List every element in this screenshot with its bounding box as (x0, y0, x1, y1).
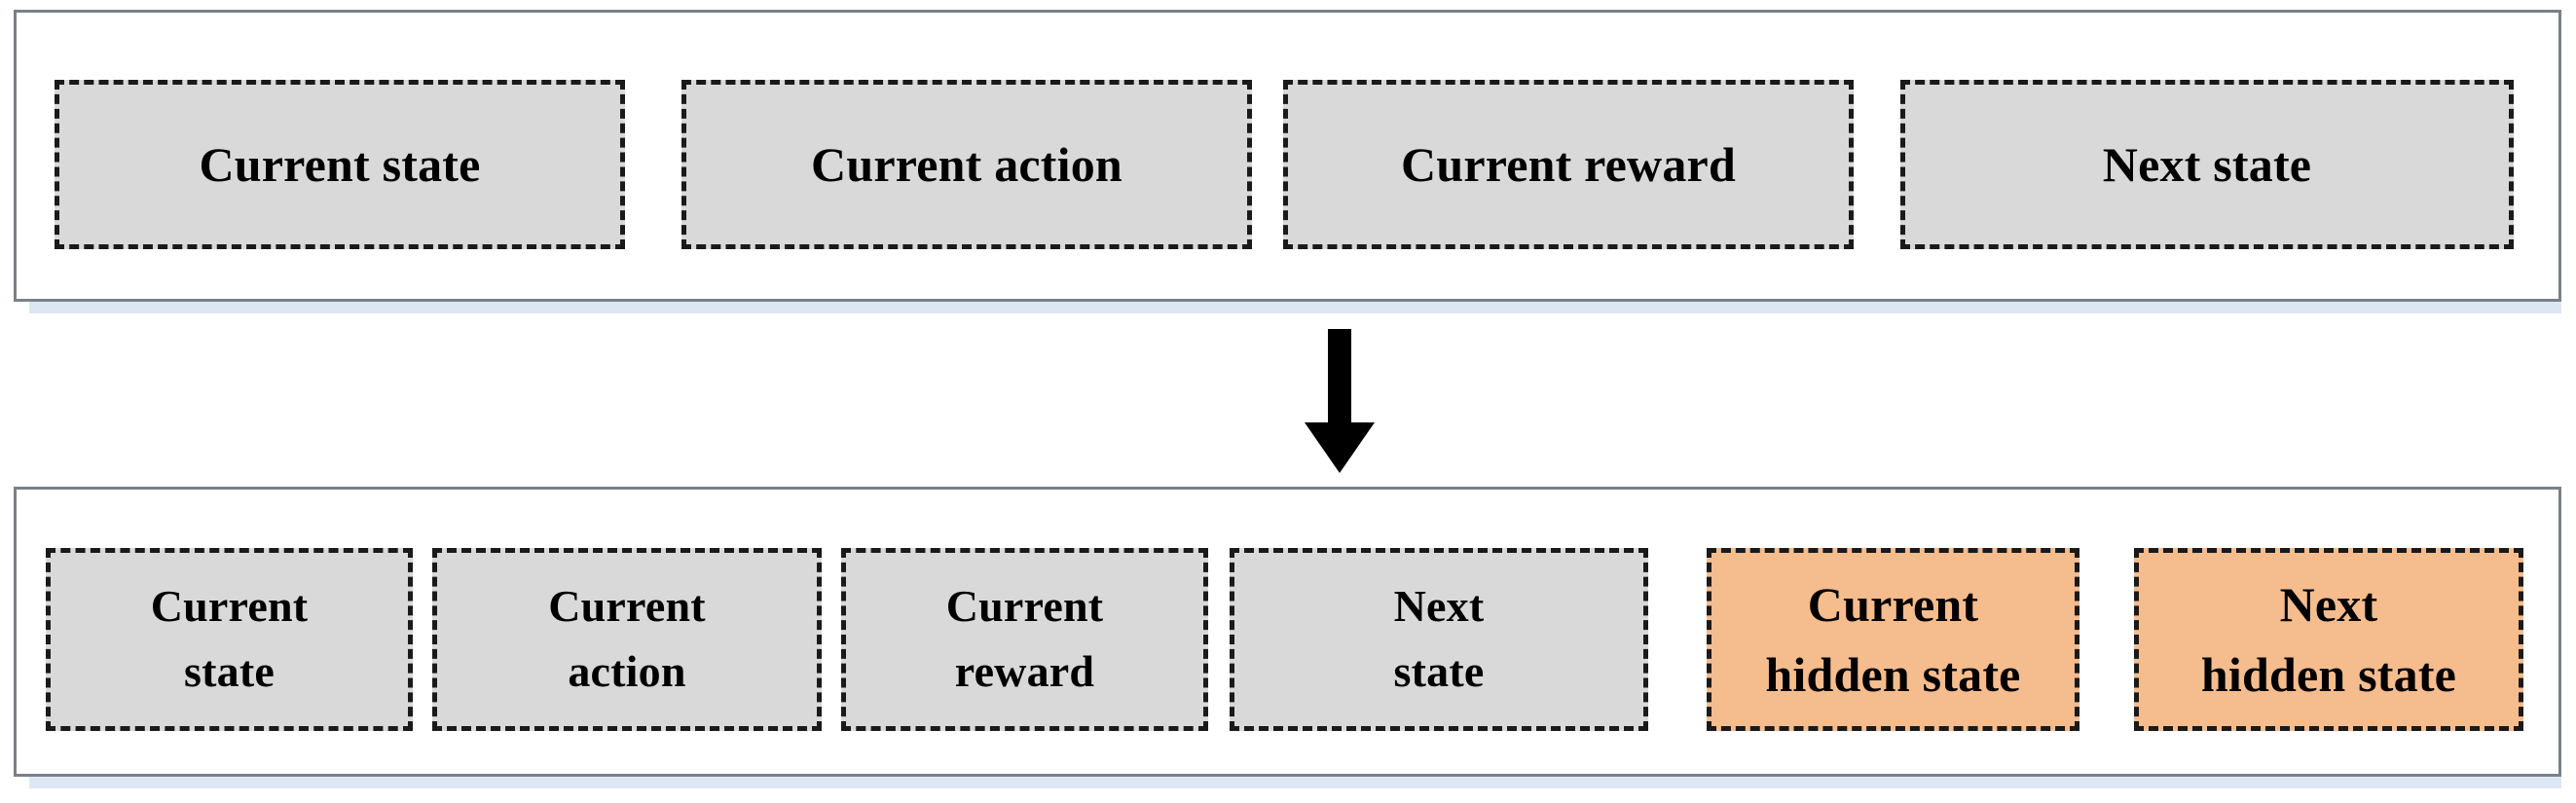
box-label-current-reward-aug: Current reward (945, 581, 1104, 696)
box-current-action-aug[interactable]: Current action (432, 548, 822, 731)
bottom-panel-shadow (29, 777, 2561, 788)
box-current-reward[interactable]: Current reward (1283, 80, 1854, 249)
box-current-action[interactable]: Current action (681, 80, 1252, 249)
top-panel-shadow (29, 302, 2561, 313)
box-label-current-hidden-state: Current hidden state (1765, 576, 2021, 703)
box-current-state[interactable]: Current state (55, 80, 625, 249)
box-current-state-aug[interactable]: Current state (46, 548, 413, 731)
down-arrow-icon (1305, 329, 1375, 473)
box-label-current-action-aug: Current action (548, 581, 706, 696)
box-label-current-reward: Current reward (1401, 136, 1736, 192)
box-label-current-state-aug: Current state (150, 581, 309, 696)
box-label-current-state: Current state (199, 136, 481, 192)
box-next-hidden-state[interactable]: Next hidden state (2134, 548, 2523, 731)
box-current-reward-aug[interactable]: Current reward (841, 548, 1208, 731)
box-label-next-state: Next state (2102, 136, 2312, 192)
box-current-hidden-state[interactable]: Current hidden state (1707, 548, 2079, 731)
box-label-current-action: Current action (811, 136, 1122, 192)
box-next-state[interactable]: Next state (1900, 80, 2514, 249)
box-label-next-state-aug: Next state (1393, 581, 1485, 696)
box-next-state-aug[interactable]: Next state (1230, 548, 1648, 731)
box-label-next-hidden-state: Next hidden state (2200, 576, 2457, 703)
